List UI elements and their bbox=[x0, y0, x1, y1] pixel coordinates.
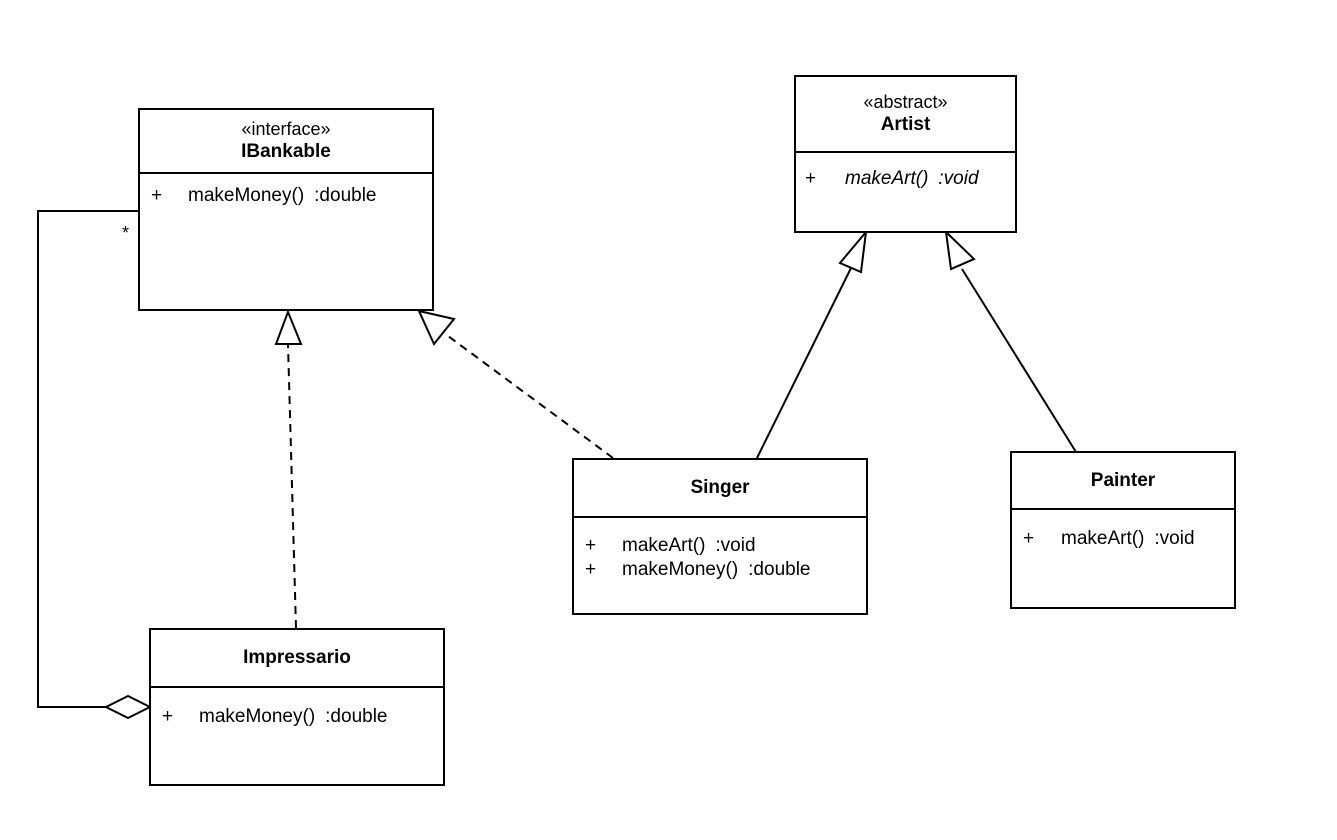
class-artist-header: «abstract» Artist bbox=[796, 77, 1015, 153]
aggregation-line bbox=[37, 210, 138, 708]
ibankable-realization-arrowhead-2 bbox=[417, 309, 456, 346]
singer-realization-line bbox=[443, 332, 614, 459]
ibankable-realization-arrowhead-1 bbox=[274, 309, 303, 345]
class-painter[interactable]: Painter + makeArt() :void bbox=[1010, 451, 1236, 609]
member-visibility: + bbox=[585, 559, 597, 580]
member-name: makeArt() bbox=[845, 168, 929, 189]
class-artist[interactable]: «abstract» Artist + makeArt() :void bbox=[794, 75, 1017, 233]
class-impressario-member: + makeMoney() :double bbox=[151, 705, 443, 729]
class-artist-member: + makeArt() :void bbox=[796, 167, 1015, 191]
member-type: :void bbox=[715, 535, 756, 556]
class-impressario-header: Impressario bbox=[151, 630, 443, 688]
member-visibility: + bbox=[585, 535, 597, 556]
member-type: :double bbox=[314, 185, 377, 206]
member-visibility: + bbox=[162, 706, 174, 727]
member-name: makeMoney() bbox=[622, 559, 739, 580]
member-visibility: + bbox=[805, 168, 817, 189]
aggregation-diamond bbox=[103, 694, 153, 720]
member-type: :double bbox=[325, 706, 388, 727]
class-impressario-name: Impressario bbox=[243, 647, 351, 668]
class-ibankable-stereotype: «interface» bbox=[241, 119, 331, 139]
class-singer-name: Singer bbox=[690, 477, 750, 498]
class-ibankable[interactable]: «interface» IBankable + makeMoney() :dou… bbox=[138, 108, 434, 311]
class-painter-header: Painter bbox=[1012, 453, 1234, 510]
class-artist-stereotype: «abstract» bbox=[863, 92, 948, 112]
class-impressario[interactable]: Impressario + makeMoney() :double bbox=[149, 628, 445, 786]
class-ibankable-members: + makeMoney() :double bbox=[140, 174, 432, 208]
impressario-realization-line bbox=[287, 343, 297, 629]
member-visibility: + bbox=[1023, 528, 1035, 549]
class-painter-members: + makeArt() :void bbox=[1012, 510, 1234, 551]
class-artist-name: Artist bbox=[880, 114, 931, 135]
class-ibankable-member: + makeMoney() :double bbox=[140, 184, 432, 208]
class-singer-member: + makeMoney() :double bbox=[574, 558, 866, 582]
member-type: :void bbox=[1154, 528, 1195, 549]
class-painter-member: + makeArt() :void bbox=[1012, 527, 1234, 551]
class-ibankable-name: IBankable bbox=[241, 141, 331, 162]
singer-generalization-line bbox=[756, 265, 853, 459]
member-name: makeMoney() bbox=[188, 185, 305, 206]
member-name: makeMoney() bbox=[199, 706, 316, 727]
artist-generalization-arrowhead-1 bbox=[838, 228, 868, 274]
painter-generalization-line bbox=[961, 268, 1077, 453]
class-singer[interactable]: Singer + makeArt() :void + makeMoney() :… bbox=[572, 458, 868, 615]
class-singer-members: + makeArt() :void + makeMoney() :double bbox=[574, 518, 866, 582]
artist-generalization-arrowhead-2 bbox=[944, 229, 976, 271]
member-visibility: + bbox=[151, 185, 163, 206]
class-singer-member: + makeArt() :void bbox=[574, 534, 866, 558]
class-artist-members: + makeArt() :void bbox=[796, 153, 1015, 191]
member-type: :void bbox=[938, 168, 979, 189]
class-ibankable-header: «interface» IBankable bbox=[140, 110, 432, 174]
aggregation-multiplicity: * bbox=[122, 223, 130, 243]
member-name: makeArt() bbox=[622, 535, 706, 556]
class-impressario-members: + makeMoney() :double bbox=[151, 688, 443, 729]
class-painter-name: Painter bbox=[1090, 469, 1156, 491]
member-name: makeArt() bbox=[1061, 528, 1145, 549]
class-singer-header: Singer bbox=[574, 460, 866, 518]
member-type: :double bbox=[748, 559, 811, 580]
